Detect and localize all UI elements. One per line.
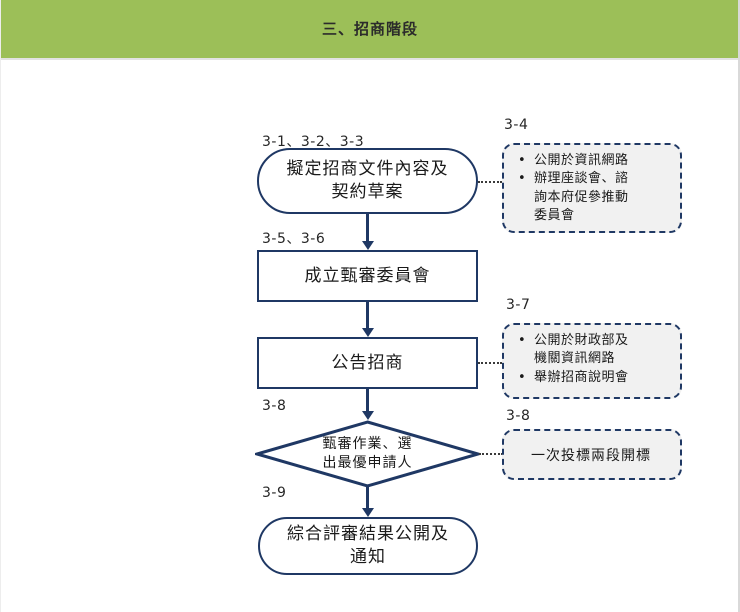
bullet-icon: •	[518, 369, 527, 385]
bullet-icon: •	[518, 333, 527, 348]
page-left-edge	[0, 0, 1, 612]
step-label-n4: 3-8	[262, 398, 287, 414]
connector-n4-note3	[479, 453, 503, 455]
header-divider	[0, 58, 740, 60]
connector-n3-note2	[478, 362, 502, 364]
connector-n3-n4	[366, 389, 369, 411]
note-box-3-8[interactable]: 一次投標兩段開標	[502, 429, 682, 480]
flow-node-evaluation-decision[interactable]: 甄審作業、選 出最優申請人	[255, 420, 480, 488]
flow-node-draft-documents-label: 擬定招商文件內容及 契約草案	[286, 159, 449, 202]
arrow-head-n2-n3	[361, 328, 374, 337]
note-item: • 公開於資訊網路	[512, 152, 670, 170]
connector-n2-n3	[366, 302, 369, 331]
connector-n4-n5	[366, 486, 369, 511]
step-label-n1: 3-1、3-2、3-3	[262, 134, 365, 150]
step-label-note1: 3-4	[504, 117, 529, 133]
arrow-head-n1-n2	[361, 241, 374, 250]
step-label-note3: 3-8	[506, 408, 531, 424]
flow-node-publish-results-label: 綜合評審結果公開及 通知	[287, 524, 449, 567]
flow-node-evaluation-decision-label: 甄審作業、選 出最優申請人	[322, 436, 413, 471]
flow-node-establish-committee-label: 成立甄審委員會	[304, 265, 431, 286]
flow-node-draft-documents[interactable]: 擬定招商文件內容及 契約草案	[257, 148, 478, 214]
step-label-n5: 3-9	[262, 485, 287, 501]
step-label-note2: 3-7	[506, 297, 531, 313]
note-box-3-8-label: 一次投標兩段開標	[531, 447, 651, 464]
page-right-edge	[738, 0, 740, 612]
note-box-3-7[interactable]: • 公開於財政部及 機關資訊網路 • 舉辦招商說明會	[502, 323, 682, 399]
flow-node-establish-committee[interactable]: 成立甄審委員會	[257, 250, 478, 302]
note-item: • 舉辦招商說明會	[512, 369, 670, 387]
note-box-3-4-list: • 公開於資訊網路 • 辦理座談會、諮 詢本府促參推動 委員會	[512, 152, 670, 226]
flow-node-announce-tender-label: 公告招商	[331, 352, 404, 373]
connector-n1-n2	[366, 214, 369, 244]
connector-n1-note1	[478, 181, 502, 183]
note-item: • 公開於財政部及 機關資訊網路	[518, 333, 629, 367]
step-label-n2: 3-5、3-6	[262, 231, 326, 247]
note-box-3-7-list: • 公開於財政部及 機關資訊網路 • 舉辦招商說明會	[512, 332, 670, 387]
page-title: 三、招商階段	[321, 20, 418, 38]
note-item: • 辦理座談會、諮 詢本府促參推動 委員會	[518, 171, 629, 224]
flow-node-announce-tender[interactable]: 公告招商	[257, 337, 478, 389]
arrow-head-n3-n4	[361, 411, 374, 420]
header-band: 三、招商階段	[0, 0, 740, 58]
note-box-3-4[interactable]: • 公開於資訊網路 • 辦理座談會、諮 詢本府促參推動 委員會	[502, 143, 682, 233]
flow-node-publish-results[interactable]: 綜合評審結果公開及 通知	[258, 517, 478, 575]
arrow-head-n4-n5	[361, 508, 374, 517]
bullet-icon: •	[518, 153, 527, 168]
bullet-icon: •	[518, 171, 527, 187]
